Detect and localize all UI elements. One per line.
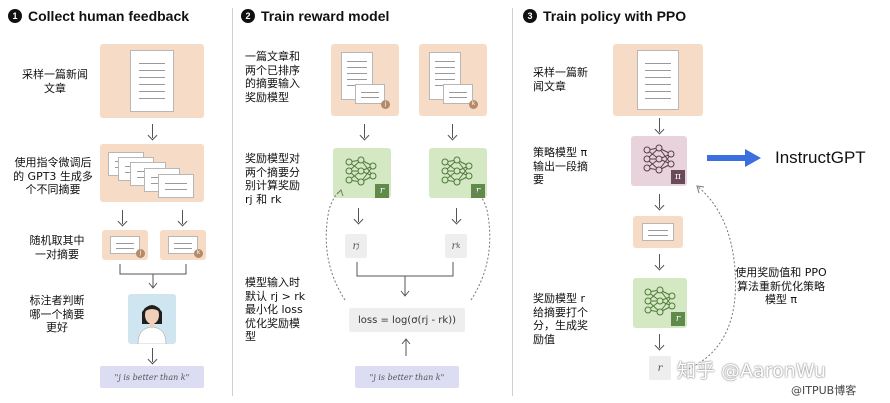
article-card [100,44,204,118]
label-minimize-loss: 模型输入时 默认 rj > rk 最小化 loss 优化奖励模 型 [245,276,306,343]
merge-connector [119,264,187,289]
neural-net-icon [441,156,473,186]
document-icon [637,50,679,110]
input-j-card: j [331,44,399,116]
arrow-down-icon [148,348,158,364]
loss-formula: loss = log(σ(rj - rk)) [349,308,465,332]
neural-net-icon [644,286,676,316]
arrow-down-icon [178,210,188,226]
arrow-down-icon [655,194,665,210]
dashed-feedback-loop [680,185,737,373]
panel-train-reward-model: 2 Train reward model 一篇文章和 两个已排序 的摘要输入 奖… [233,0,511,403]
label-reward-score: 奖励模型 r 给摘要打个 分，生成奖 励值 [533,292,588,346]
arrow-down-icon [655,334,665,350]
arrow-down-icon [448,124,458,140]
document-icon [130,50,174,112]
annotator-card [128,294,176,345]
label-ppo-update: 使用奖励值和 PPO 算法重新优化策略 模型 π [735,266,827,306]
arrow-down-icon [118,210,128,226]
step-2-header: 2 Train reward model [241,8,389,24]
neural-net-icon [345,156,377,186]
badge-j: j [136,249,145,258]
arrow-down-icon [655,118,665,134]
label-annotator: 标注者判断 哪一个摘要 更好 [29,294,85,334]
step-3-header: 3 Train policy with PPO [523,8,686,24]
merge-connector [356,262,454,297]
dashed-feedback-loops [325,189,491,301]
label-article-pair-input: 一篇文章和 两个已排序 的摘要输入 奖励模型 [245,50,300,104]
step-title: Train reward model [261,8,390,24]
right-arrow-icon [707,149,761,167]
person-icon [137,305,167,345]
label-gpt3-summaries: 使用指令微调后 的 GPT3 生成多 个不同摘要 [13,156,93,196]
step-number: 2 [241,9,255,23]
input-k-card: k [419,44,487,116]
arrow-down-icon [354,208,364,224]
label-sample-article: 采样一篇新 闻文章 [533,66,588,93]
summary-k-card: k [160,230,206,260]
summary-j-card: j [102,230,148,260]
arrow-down-icon [148,124,158,140]
policy-model: π [631,136,687,186]
watermark-zhihu: 知乎 @AaronWu [677,360,826,382]
divider [232,8,233,396]
reward-model-j: r [333,148,391,198]
neural-net-icon [643,144,675,174]
arrow-down-icon [452,208,462,224]
badge-k: k [194,249,203,258]
step-number: 3 [523,9,537,23]
r-tag: r [671,312,685,326]
preference-j-over-k: "j is better than k" [355,366,459,388]
label-reward-compute: 奖励模型对 两个摘要分 别计算奖励 rj 和 rk [245,152,300,206]
summary-card [633,216,683,248]
watermark-itpub: @ITPUB博客 [791,384,857,397]
r-tag: r [375,184,389,198]
preference-j-over-k: "j is better than k" [100,366,204,388]
step-1-header: 1 Collect human feedback [8,8,189,24]
divider [512,8,513,396]
reward-output: r [649,356,671,380]
pi-tag: π [671,170,685,184]
panel-train-policy-ppo: 3 Train policy with PPO 采样一篇新 闻文章 策略模型 π… [513,0,890,403]
label-policy-output: 策略模型 π 输出一段摘 要 [533,146,588,186]
badge-k: k [469,100,478,109]
arrow-down-icon [360,124,370,140]
arrow-down-icon [655,254,665,270]
panel-collect-feedback: 1 Collect human feedback 采样一篇新闻 文章 使用指令微… [0,0,230,403]
step-number: 1 [8,9,22,23]
arrow-up-icon [401,338,411,356]
step-title: Train policy with PPO [543,8,687,24]
label-sample-article: 采样一篇新闻 文章 [22,68,88,95]
badge-j: j [381,100,390,109]
r-tag: r [471,184,485,198]
instructgpt-label: InstructGPT [775,148,866,167]
article-card [613,44,703,116]
label-pick-pair: 随机取其中 一对摘要 [29,234,85,261]
summaries-card [100,144,204,202]
step-title: Collect human feedback [28,8,190,24]
reward-model-k: r [429,148,487,198]
reward-model: r [633,278,687,328]
